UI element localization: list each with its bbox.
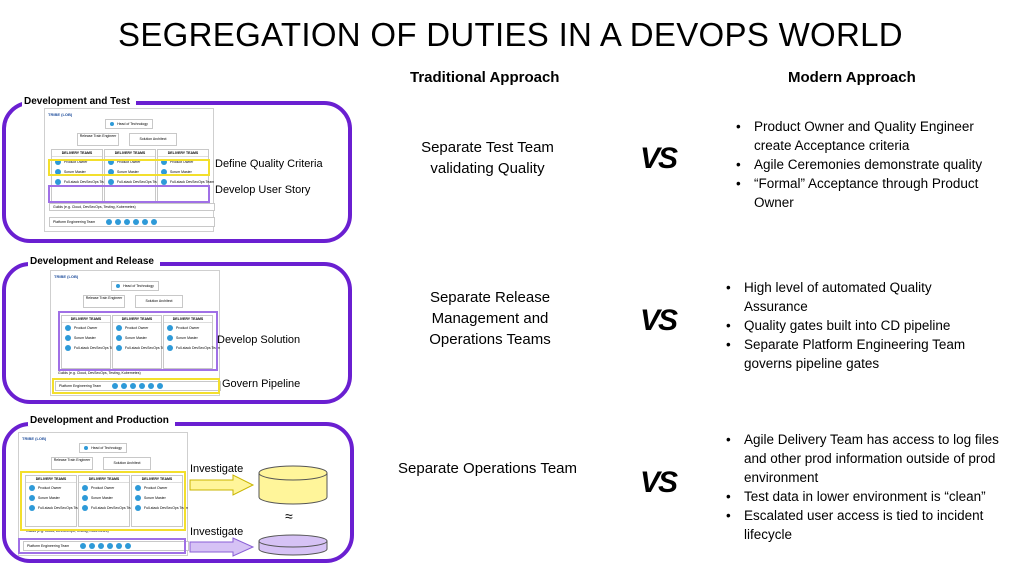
modern-list-3: Agile Delivery Team has access to log fi… [720, 430, 1015, 544]
modern-item: Escalated user access is tied to inciden… [720, 506, 1015, 544]
database-icon [258, 465, 328, 505]
platform-team-highlight [18, 538, 186, 554]
govern-pipeline-highlight [52, 378, 220, 394]
head-of-technology: Head of Technology [111, 281, 159, 291]
solution-architect: Solution Architect [103, 457, 151, 470]
dev-test-frame [2, 101, 352, 243]
user-story-highlight [48, 185, 210, 203]
page-title: SEGREGATION OF DUTIES IN A DEVOPS WORLD [118, 16, 903, 53]
note-investigate-1: Investigate [190, 463, 244, 475]
platform-engineering-row: Platform Engineering Team [23, 541, 189, 551]
quality-criteria-highlight [48, 159, 210, 176]
note-develop-solution: Develop Solution [217, 334, 301, 346]
org-chart-1: TRIBE (LOB) Head of Technology Release T… [44, 108, 215, 232]
tribe-label: TRIBE (LOB) [54, 274, 79, 279]
vs-3: VS [640, 466, 678, 499]
release-train-engineer: Release Train Engineer [77, 133, 119, 146]
modern-item: Separate Platform Engineering Team gover… [720, 335, 990, 373]
platform-engineering-row: Platform Engineering Team [55, 381, 221, 391]
tribe-label: TRIBE (LOB) [48, 112, 73, 117]
tribe-label: TRIBE (LOB) [22, 436, 47, 441]
modern-item: Test data in lower environment is “clean… [720, 487, 1015, 506]
modern-item: High level of automated Quality Assuranc… [720, 278, 990, 316]
platform-engineering-row: Platform Engineering Team [49, 217, 215, 227]
guilds-row: Guilds (e.g. Cloud, DevSecOps, Testing, … [49, 203, 215, 211]
modern-item: Agile Delivery Team has access to log fi… [720, 430, 1015, 487]
modern-item: Agile Ceremonies demonstrate quality [730, 155, 1010, 174]
traditional-text-3: Separate Operations Team [398, 460, 577, 477]
note-investigate-2: Investigate [190, 526, 244, 538]
modern-list-2: High level of automated Quality Assuranc… [720, 278, 990, 373]
develop-solution-highlight [58, 311, 218, 371]
dev-production-frame [2, 422, 354, 563]
note-govern-pipeline: Govern Pipeline [222, 378, 301, 390]
modern-item: Product Owner and Quality Engineer creat… [730, 117, 1010, 155]
release-train-engineer: Release Train Engineer [83, 295, 125, 308]
guilds-row: Guilds (e.g. Cloud, DevSecOps, Testing, … [55, 370, 219, 376]
note-develop-user-story: Develop User Story [215, 184, 311, 196]
traditional-text-2: Separate Release Management and Operatio… [429, 289, 551, 348]
modern-list-1: Product Owner and Quality Engineer creat… [730, 117, 1010, 212]
modern-approach-heading: Modern Approach [788, 69, 916, 86]
section-label-dev-release: Development and Release [28, 256, 160, 267]
dev-release-frame [2, 262, 352, 404]
modern-item: Quality gates built into CD pipeline [720, 316, 990, 335]
approx-symbol: ≈ [285, 508, 293, 524]
traditional-approach-heading: Traditional Approach [410, 69, 560, 86]
head-of-technology: Head of Technology [105, 119, 153, 129]
org-chart-3: TRIBE (LOB) Head of Technology Release T… [18, 432, 189, 556]
solution-architect: Solution Architect [129, 133, 177, 146]
release-train-engineer: Release Train Engineer [51, 457, 93, 470]
section-label-dev-test: Development and Test [22, 96, 136, 107]
vs-2: VS [640, 304, 678, 337]
modern-item: “Formal” Acceptance through Product Owne… [730, 174, 1010, 212]
delivery-teams-highlight [20, 471, 186, 531]
org-chart-2: TRIBE (LOB) Head of Technology Release T… [50, 270, 221, 396]
database-icon [258, 534, 328, 556]
right-arrow-icon [189, 537, 255, 557]
right-arrow-icon [189, 474, 255, 496]
section-label-dev-production: Development and Production [28, 415, 175, 426]
traditional-text-1: Separate Test Team validating Quality [421, 139, 554, 177]
guilds-row: Guilds (e.g. Cloud, DevSecOps, Testing, … [23, 528, 187, 534]
solution-architect: Solution Architect [135, 295, 183, 308]
head-of-technology: Head of Technology [79, 443, 127, 453]
vs-1: VS [640, 142, 678, 175]
note-define-quality-criteria: Define Quality Criteria [215, 158, 323, 170]
